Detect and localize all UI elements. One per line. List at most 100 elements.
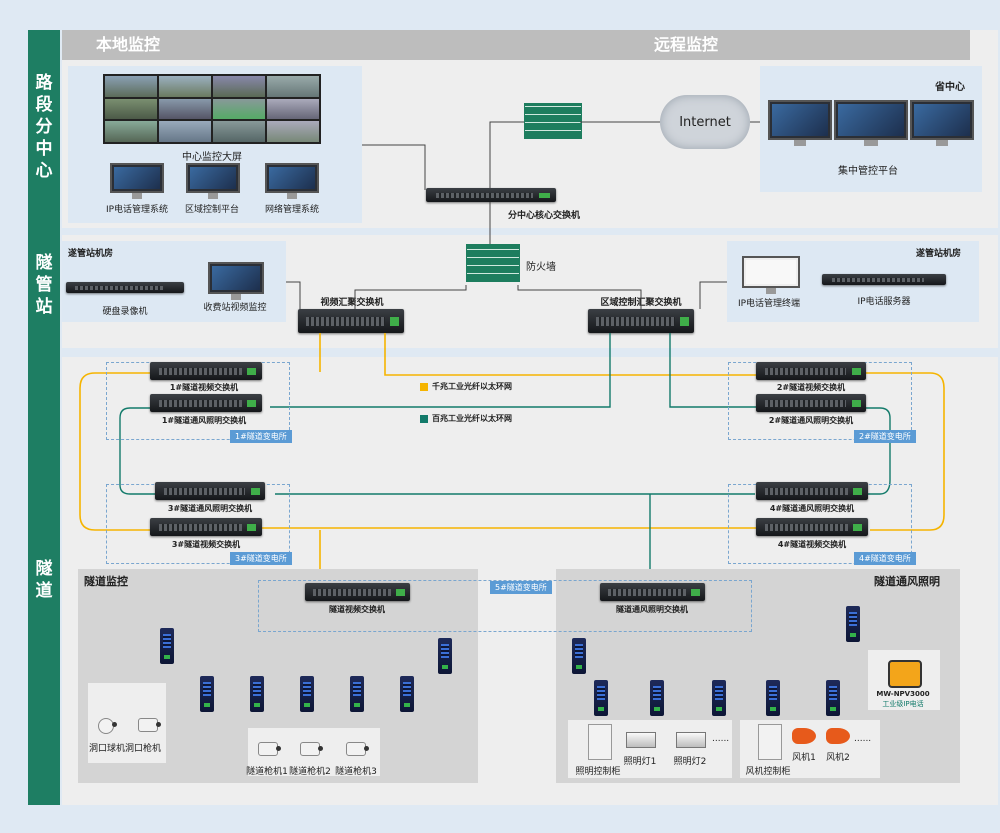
label-province: 省中心 bbox=[935, 82, 965, 93]
label-fan2: 风机2 bbox=[826, 753, 850, 763]
video-agg-switch bbox=[298, 309, 404, 333]
label-light1: 照明灯1 bbox=[623, 757, 657, 767]
label-region-ctrl: 区域控制平台 bbox=[184, 205, 240, 215]
firewall-top-icon bbox=[524, 103, 582, 139]
sw4-video bbox=[756, 518, 868, 536]
fan-1-icon bbox=[792, 728, 816, 744]
ind-switch-f2 bbox=[846, 606, 860, 642]
dome-camera-icon bbox=[98, 718, 117, 734]
label-ip-server: IP电话服务器 bbox=[857, 297, 911, 307]
monitor-platform-2 bbox=[834, 100, 908, 146]
legend-gig-swatch bbox=[420, 383, 428, 391]
tag-sub1: 1#隧道变电所 bbox=[230, 430, 292, 443]
tunnel-vent-switch bbox=[600, 583, 705, 601]
side-label-road-center: 路段分中心 bbox=[35, 73, 53, 181]
monitor-ip-phone-sys bbox=[110, 163, 164, 199]
ring-gig-right bbox=[810, 372, 945, 531]
sw2-video bbox=[756, 362, 866, 380]
label-gun: 洞口枪机 bbox=[124, 744, 162, 754]
link-video-ring bbox=[384, 333, 760, 376]
label-internet: Internet bbox=[679, 115, 731, 130]
label-fan1: 风机1 bbox=[792, 753, 816, 763]
ring-gig-left bbox=[79, 372, 210, 531]
tunnel-camera-2-icon bbox=[300, 742, 323, 756]
label-platform: 集中管控平台 bbox=[838, 166, 898, 177]
ind-switch-f6 bbox=[766, 680, 780, 716]
tag-sub3: 3#隧道变电所 bbox=[230, 552, 292, 565]
core-switch bbox=[426, 188, 556, 202]
label-video-agg: 视频汇聚交换机 bbox=[320, 298, 384, 308]
monitor-region-ctrl bbox=[186, 163, 240, 199]
ind-switch-v3 bbox=[200, 676, 214, 712]
sw3-video bbox=[150, 518, 262, 536]
label-net-mgmt: 网络管理系统 bbox=[264, 205, 320, 215]
label-hdd-recorder: 硬盘录像机 bbox=[102, 307, 148, 317]
ind-switch-v6 bbox=[350, 676, 364, 712]
label-cam1: 隧道枪机1 bbox=[246, 767, 288, 777]
link-region-sw2 bbox=[669, 333, 760, 408]
tunnel-video-switch bbox=[305, 583, 410, 601]
label-tunnel-vent-switch: 隧道通风照明交换机 bbox=[616, 605, 688, 614]
fan-cabinet-icon bbox=[758, 724, 782, 760]
label-ip-terminal: IP电话管理终端 bbox=[737, 299, 801, 309]
label-light-cab: 照明控制柜 bbox=[575, 767, 621, 777]
header-remote-monitor: 远程监控 bbox=[648, 30, 970, 60]
ind-switch-f5 bbox=[712, 680, 726, 716]
sw4-vent bbox=[756, 482, 868, 500]
sw1-video bbox=[150, 362, 262, 380]
region-agg-switch bbox=[588, 309, 694, 333]
label-sw1-vent: 1#隧道通风照明交换机 bbox=[161, 416, 247, 425]
label-sw1-video: 1#隧道视频交换机 bbox=[169, 383, 239, 392]
label-room-left: 遂管站机房 bbox=[68, 249, 114, 259]
monitor-platform-3 bbox=[910, 100, 974, 146]
label-cam3: 隧道枪机3 bbox=[335, 767, 377, 777]
fan-2-icon bbox=[826, 728, 850, 744]
link-local-core bbox=[362, 144, 426, 190]
tag-sub5: 5#隧道变电所 bbox=[490, 581, 552, 594]
light-1-icon bbox=[626, 732, 656, 748]
tunnel-camera-3-icon bbox=[346, 742, 369, 756]
label-tunnel-video-switch: 隧道视频交换机 bbox=[329, 605, 385, 614]
ring-100-right bbox=[810, 407, 891, 495]
label-firewall: 防火墙 bbox=[526, 262, 556, 273]
ind-switch-f1 bbox=[572, 638, 586, 674]
ind-switch-v2 bbox=[438, 638, 452, 674]
label-ip-phone-sys: IP电话管理系统 bbox=[105, 205, 169, 215]
legend-gig: 千兆工业光纤以太环网 bbox=[432, 382, 512, 391]
ind-switch-v4 bbox=[250, 676, 264, 712]
hdd-recorder bbox=[66, 282, 184, 293]
internet-cloud-icon bbox=[660, 95, 750, 149]
link-left-room bbox=[286, 281, 301, 309]
legend-100-swatch bbox=[420, 415, 428, 423]
label-big-screen: 中心监控大屏 bbox=[182, 152, 242, 163]
sw2-vent bbox=[756, 394, 866, 412]
link-fw-video bbox=[354, 285, 467, 309]
monitor-wall bbox=[103, 74, 321, 144]
label-sw3-video: 3#隧道视频交换机 bbox=[171, 540, 241, 549]
ind-switch-f4 bbox=[650, 680, 664, 716]
label-phone-model: MW-NPV3000 bbox=[876, 690, 930, 698]
label-sw4-video: 4#隧道视频交换机 bbox=[777, 540, 847, 549]
label-sw4-vent: 4#隧道通风照明交换机 bbox=[769, 504, 855, 513]
label-dots-light: ...... bbox=[712, 734, 730, 744]
title-tunnel-monitor: 隧道监控 bbox=[84, 575, 128, 588]
sidebar bbox=[28, 30, 60, 805]
monitor-platform-1 bbox=[768, 100, 832, 146]
side-label-tunnel: 隧道 bbox=[35, 559, 53, 601]
sw1-vent bbox=[150, 394, 262, 412]
ip-phone-icon bbox=[888, 660, 922, 688]
substation-5-box bbox=[258, 580, 752, 632]
firewall-mid-icon bbox=[466, 244, 520, 282]
label-dots-fan: ...... bbox=[854, 734, 872, 744]
ind-switch-v7 bbox=[400, 676, 414, 712]
light-2-icon bbox=[676, 732, 706, 748]
title-tunnel-vent: 隧道通风照明 bbox=[874, 575, 940, 588]
label-cam2: 隧道枪机2 bbox=[289, 767, 331, 777]
monitor-ip-terminal bbox=[742, 256, 800, 294]
label-room-right: 遂管站机房 bbox=[916, 249, 962, 259]
ring-100-left bbox=[119, 407, 210, 495]
link-fw-region bbox=[517, 285, 642, 309]
label-sw2-video: 2#隧道视频交换机 bbox=[776, 383, 846, 392]
ip-server bbox=[822, 274, 946, 285]
link-core-fw bbox=[489, 121, 524, 188]
